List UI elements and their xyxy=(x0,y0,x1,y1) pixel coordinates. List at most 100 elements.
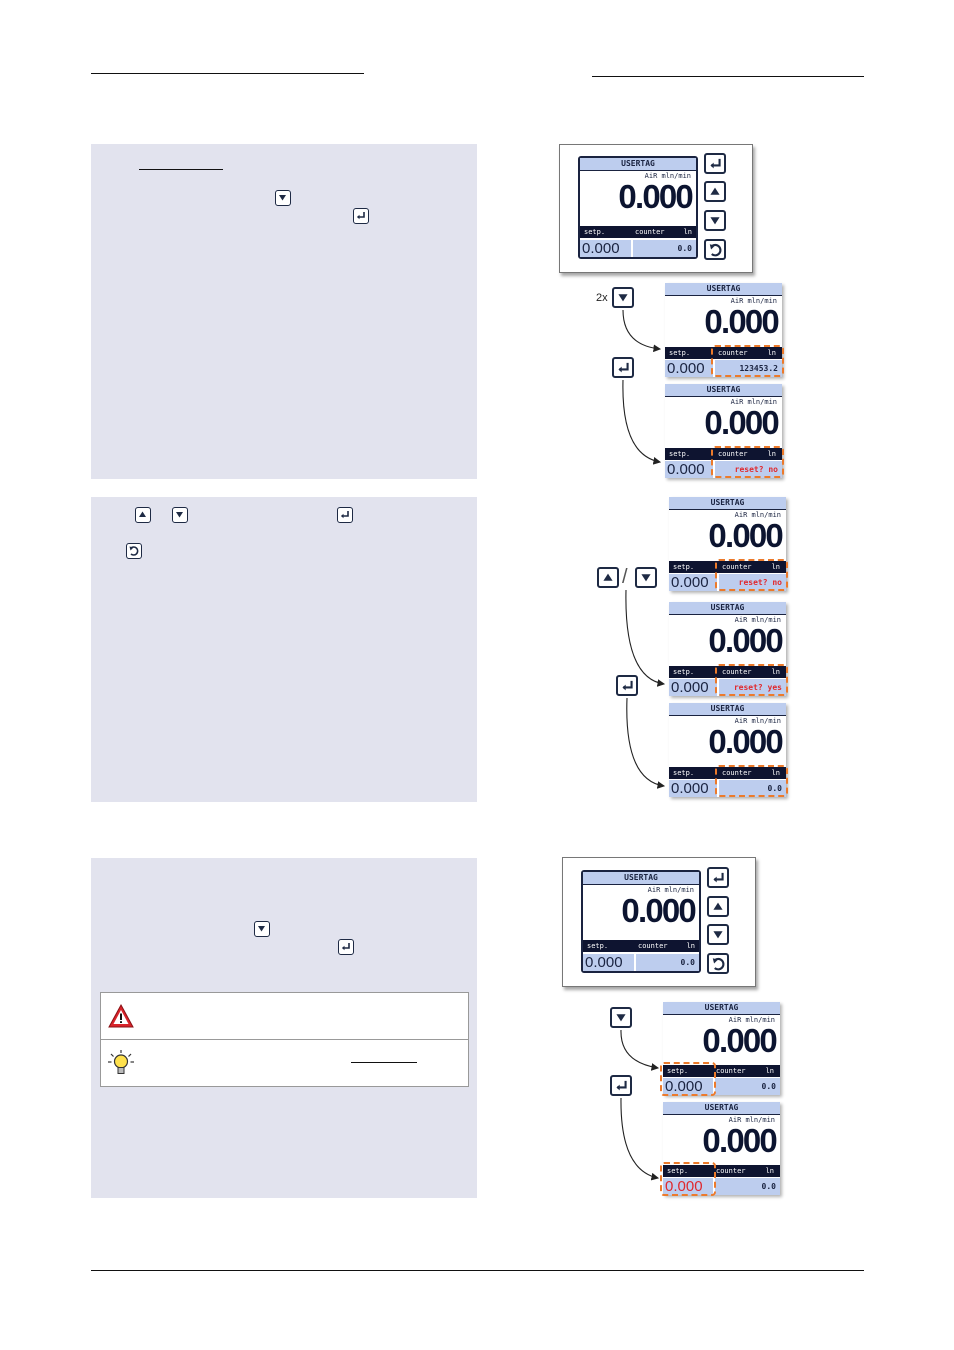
lcd-display: USERTAG AiR mln/min 0.000 setp. counter … xyxy=(669,602,786,696)
lcd-unit: AiR mln/min xyxy=(730,398,777,406)
enter-key-icon xyxy=(338,939,354,955)
counter-label: counter xyxy=(722,769,752,777)
header-rule-left xyxy=(91,73,364,74)
setp-value: 0.000 xyxy=(667,461,705,478)
lcd-separator xyxy=(631,240,633,257)
setp-value: 0.000 xyxy=(671,574,709,591)
note-box xyxy=(100,992,469,1087)
flow-arrow xyxy=(620,1029,660,1071)
press-twice-label: 2x xyxy=(596,292,608,304)
lcd-unit: AiR mln/min xyxy=(644,172,691,180)
counter-unit: ln xyxy=(771,563,780,571)
lcd-unit: AiR mln/min xyxy=(730,297,777,305)
lcd-main-value: 0.000 xyxy=(702,1022,777,1059)
flow-arrow xyxy=(622,309,662,353)
lcd-tag: USERTAG xyxy=(665,384,782,397)
counter-unit: ln xyxy=(765,1067,774,1075)
lcd-main-value: 0.000 xyxy=(618,178,693,215)
setp-label: setp. xyxy=(667,1167,689,1175)
counter-value: 123453.2 xyxy=(739,364,778,373)
lcd-separator xyxy=(713,360,715,377)
lcd-main-value: 0.000 xyxy=(704,303,779,340)
lcd-display: USERTAG AiR mln/min 0.000 setp. counter … xyxy=(665,384,782,478)
lcd-value-row: 0.000 123453.2 xyxy=(665,360,782,377)
counter-label: counter xyxy=(722,668,752,676)
lcd-tag: USERTAG xyxy=(669,497,786,510)
lcd-value-row: 0.000 reset? no xyxy=(669,574,786,591)
counter-highlight xyxy=(715,765,788,797)
lcd-label-bar: setp. counter ln xyxy=(580,226,696,238)
lcd-main-value: 0.000 xyxy=(702,1122,777,1159)
setp-value: 0.000 xyxy=(671,780,709,797)
lcd-tag: USERTAG xyxy=(583,872,699,885)
lcd-label-bar: setp. counter ln xyxy=(665,347,782,359)
lcd-display: USERTAG AiR mln/min 0.000 setp. counter … xyxy=(669,497,786,591)
flow-arrow xyxy=(625,589,666,687)
lcd-value-row: 0.000 reset? no xyxy=(665,461,782,478)
setp-label: setp. xyxy=(673,563,695,571)
setp-value: 0.000 xyxy=(582,240,620,257)
down-key-icon xyxy=(610,1007,632,1028)
lcd-label-bar: setp. counter ln xyxy=(665,448,782,460)
lcd-main-value: 0.000 xyxy=(708,622,783,659)
setp-label: setp. xyxy=(669,450,691,458)
counter-unit: ln xyxy=(767,349,776,357)
lightbulb-tip-icon xyxy=(108,1050,134,1074)
lcd-display: USERTAG AiR mln/min 0.000 setp. counter … xyxy=(663,1102,780,1195)
lcd-display: USERTAG AiR mln/min 0.000 setp. counter … xyxy=(578,156,698,259)
lcd-label-bar: setp. counter ln xyxy=(669,666,786,678)
down-key-icon xyxy=(172,507,188,523)
up-key-icon xyxy=(704,181,726,202)
enter-key-icon xyxy=(612,357,634,378)
lcd-display: USERTAG AiR mln/min 0.000 setp. counter … xyxy=(669,703,786,797)
enter-key-icon xyxy=(707,867,729,888)
header-rule-right xyxy=(592,76,864,77)
setp-value: 0.000 xyxy=(667,360,705,377)
note-divider xyxy=(101,1039,468,1040)
lcd-value-row: 0.000 0.0 xyxy=(663,1178,780,1195)
flow-arrow xyxy=(620,1097,660,1181)
back-key-icon xyxy=(707,953,729,974)
setp-value: 0.000 xyxy=(665,1078,703,1095)
up-key-icon xyxy=(135,507,151,523)
counter-label: counter xyxy=(718,349,748,357)
lcd-tag: USERTAG xyxy=(663,1002,780,1015)
lcd-unit: AiR mln/min xyxy=(728,1116,775,1124)
counter-highlight xyxy=(711,446,784,478)
instruction-panel-2 xyxy=(91,497,477,802)
lcd-unit: AiR mln/min xyxy=(734,717,781,725)
lcd-label-bar: setp. counter ln xyxy=(663,1065,780,1077)
setp-label: setp. xyxy=(669,349,691,357)
counter-value: reset? no xyxy=(738,578,782,587)
counter-unit: ln xyxy=(765,1167,774,1175)
lcd-main-value: 0.000 xyxy=(621,892,696,929)
down-key-icon xyxy=(707,924,729,945)
footer-rule xyxy=(91,1270,864,1271)
down-key-icon xyxy=(275,190,291,206)
down-key-icon xyxy=(635,567,657,588)
lcd-label-bar: setp. counter ln xyxy=(669,767,786,779)
back-key-icon xyxy=(126,543,142,559)
counter-value: 0.0 xyxy=(680,958,695,967)
lcd-separator xyxy=(717,574,719,591)
warning-triangle-icon xyxy=(108,1003,134,1028)
counter-unit: ln xyxy=(683,228,692,236)
lcd-unit: AiR mln/min xyxy=(734,616,781,624)
lcd-tag: USERTAG xyxy=(669,602,786,615)
setp-label: setp. xyxy=(673,668,695,676)
up-key-icon xyxy=(707,896,729,917)
lcd-label-bar: setp. counter ln xyxy=(663,1165,780,1177)
lcd-unit: AiR mln/min xyxy=(647,886,694,894)
enter-key-icon xyxy=(610,1075,632,1096)
counter-highlight xyxy=(711,345,784,377)
counter-highlight xyxy=(715,559,788,591)
counter-value: 0.0 xyxy=(761,1082,776,1091)
counter-label: counter xyxy=(638,942,668,950)
lcd-tag: USERTAG xyxy=(580,158,696,171)
enter-key-icon xyxy=(616,675,638,696)
setpoint-highlight xyxy=(660,1162,716,1196)
lcd-display: USERTAG AiR mln/min 0.000 setp. counter … xyxy=(665,283,782,377)
counter-value: 0.0 xyxy=(677,244,692,253)
counter-value: 0.0 xyxy=(761,1182,776,1191)
